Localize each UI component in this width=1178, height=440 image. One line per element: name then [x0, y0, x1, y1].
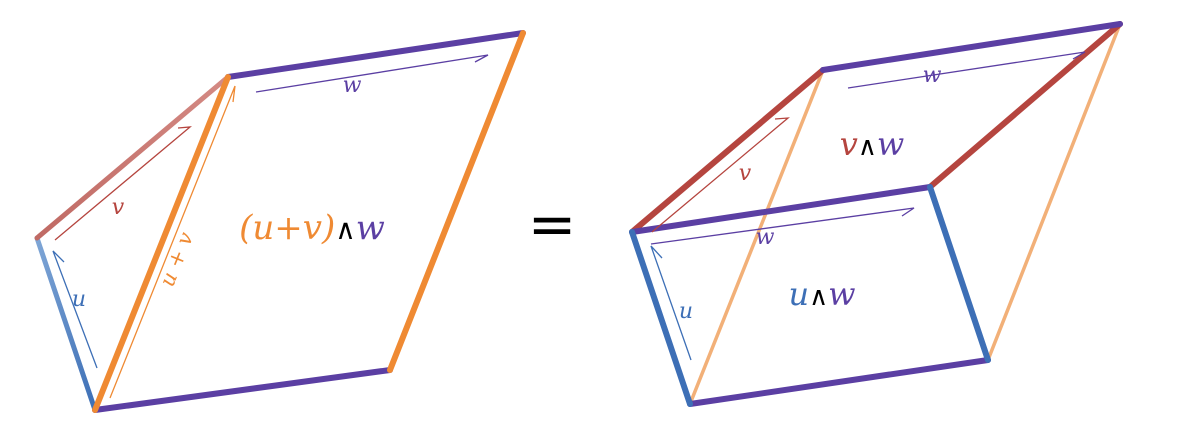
left-v-label: v	[112, 195, 125, 220]
left-u-arrow	[52, 250, 98, 369]
right-v-edge-left	[629, 67, 826, 235]
right-vw-w: w	[877, 125, 904, 163]
right-w-top-arrow	[847, 51, 1086, 89]
right-parallelepiped-figure: u v w w v∧w u∧w	[629, 21, 1123, 407]
left-u-label: u	[72, 287, 86, 312]
right-back-edge-2	[986, 22, 1122, 362]
right-uw-u: u	[788, 275, 809, 313]
right-w-bottom-edge	[687, 357, 991, 407]
right-u-edge-left	[629, 229, 693, 407]
left-formula-w: w	[356, 208, 385, 248]
right-vw-v: v	[840, 125, 858, 163]
right-back-edge-1	[688, 68, 825, 406]
right-w-top-edge	[820, 21, 1123, 73]
left-formula-plus: +	[274, 208, 303, 248]
right-u-edge-right	[927, 184, 991, 363]
left-w-top-edge	[225, 30, 526, 80]
equals-sign: =	[528, 190, 577, 258]
right-vw-formula: v∧w	[840, 125, 905, 163]
left-w-bottom-edge	[92, 367, 393, 413]
right-uw-formula: u∧w	[788, 275, 855, 313]
left-v-edge	[34, 74, 231, 241]
right-v-label: v	[739, 161, 752, 186]
right-w-mid-edge	[629, 184, 933, 235]
right-vw-wedge: ∧	[858, 132, 877, 162]
left-parallelogram-figure: u v u + v w (u+v)∧w	[34, 30, 526, 413]
left-sum-right-edge	[387, 30, 526, 373]
left-formula-v: v	[303, 208, 322, 248]
right-v-edge-right	[927, 21, 1123, 190]
left-w-arrow	[255, 54, 489, 93]
left-formula-wedge: ∧	[335, 213, 356, 246]
right-v-arrow	[651, 117, 790, 233]
right-u-arrow	[650, 245, 692, 361]
right-u-label: u	[679, 299, 693, 324]
left-sum-edge	[92, 74, 231, 413]
right-w-mid-label: w	[756, 225, 775, 250]
left-formula-u: u	[252, 208, 274, 248]
left-formula-close-paren: )	[321, 208, 335, 248]
left-w-label: w	[343, 73, 362, 98]
right-w-mid-arrow	[650, 207, 915, 245]
right-w-top-label: w	[923, 63, 942, 88]
right-uw-w: w	[828, 275, 855, 313]
left-v-arrow	[54, 126, 192, 241]
left-formula-open-paren: (	[239, 208, 253, 248]
left-sum-arrow	[109, 85, 236, 399]
right-uw-wedge: ∧	[809, 282, 828, 312]
left-u-edge	[34, 235, 98, 413]
left-formula: (u+v)∧w	[239, 208, 385, 248]
